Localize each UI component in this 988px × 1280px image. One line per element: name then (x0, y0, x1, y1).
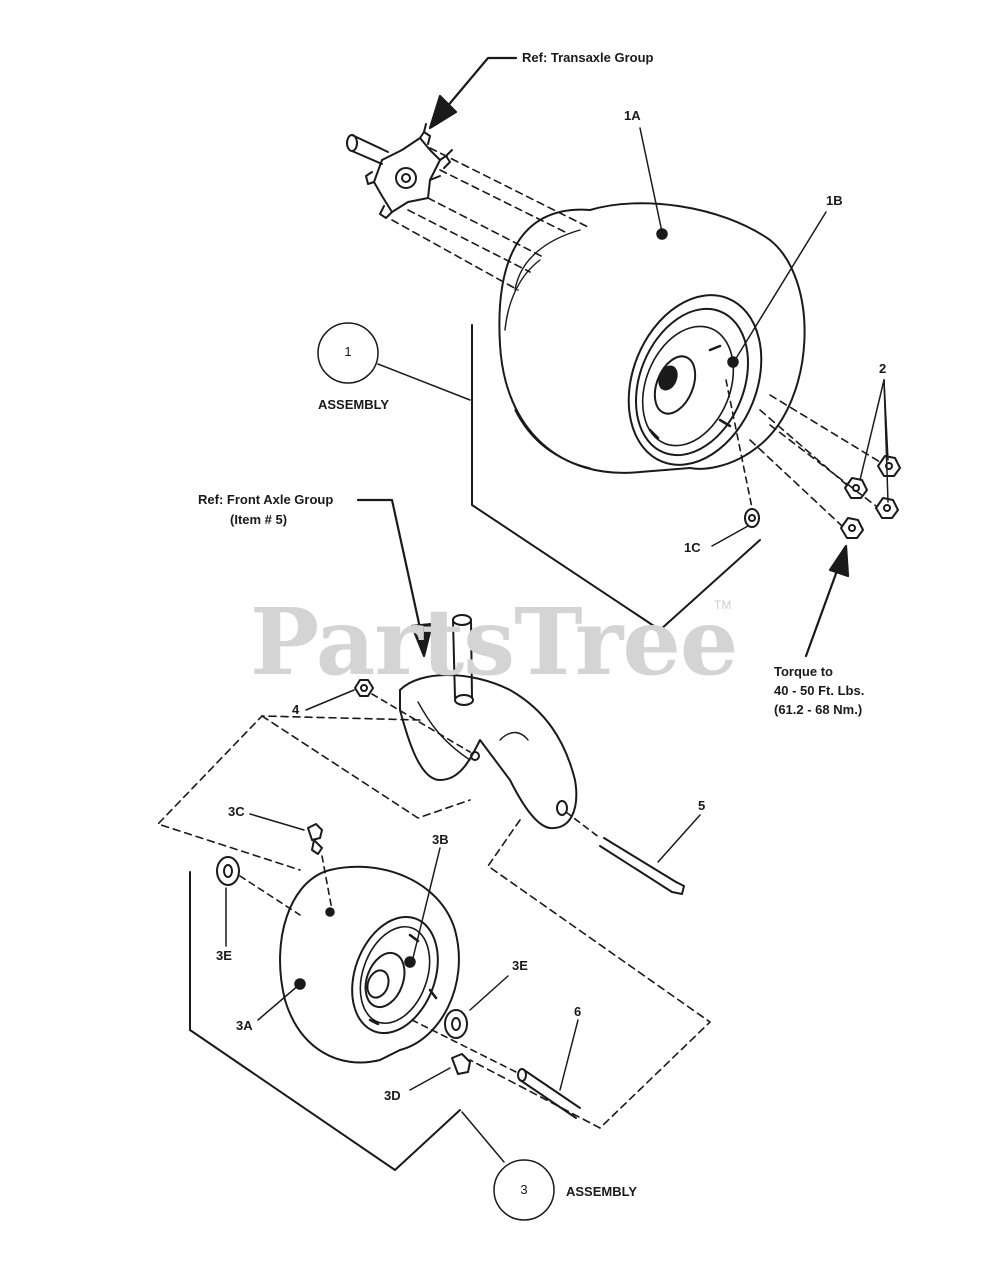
rear-axle-shaft (346, 134, 389, 165)
nut-4 (305, 679, 471, 753)
label-1: 1 (344, 344, 352, 359)
grease-fitting-3D (409, 1053, 471, 1091)
label-1B: 1B (826, 193, 843, 208)
label-assembly-3: ASSEMBLY (566, 1184, 638, 1199)
rear-tire (498, 202, 806, 474)
label-2: 2 (879, 361, 887, 376)
valve-stem-1C (725, 379, 760, 528)
label-3A: 3A (236, 1018, 253, 1033)
assembly-1-bracket (471, 324, 761, 631)
label-assembly-1: ASSEMBLY (318, 397, 390, 412)
label-5: 5 (698, 798, 706, 813)
front-leaders (257, 847, 505, 1163)
bolt-5 (565, 811, 701, 895)
label-3C: 3C (228, 804, 245, 819)
label-3B: 3B (432, 832, 449, 847)
torque-arrow (804, 544, 850, 658)
rear-hub-dashes (391, 147, 591, 291)
label-torque-1: Torque to (774, 664, 833, 679)
axle-bolt-6 (411, 1019, 581, 1119)
lug-nuts-2 (840, 455, 901, 539)
label-1A: 1A (624, 108, 641, 123)
label-ref-front-axle-item: (Item # 5) (230, 512, 288, 527)
label-4: 4 (292, 702, 300, 717)
label-6: 6 (574, 1004, 582, 1019)
partstree-watermark: PartsTree (250, 588, 738, 696)
label-3D: 3D (384, 1088, 401, 1103)
label-1C: 1C (684, 540, 701, 555)
front-axle-ref-arrow (356, 498, 434, 658)
label-ref-front-axle: Ref: Front Axle Group (198, 492, 334, 507)
bearing-3E-right (444, 975, 509, 1039)
label-3E-right: 3E (512, 958, 528, 973)
callout-circle-1 (317, 322, 379, 384)
front-tire (279, 865, 460, 1064)
bearing-3E-left (216, 856, 301, 947)
transaxle-ref-arrow (428, 56, 518, 130)
assembly-3-bracket (189, 871, 461, 1171)
grease-fitting-3C (249, 813, 333, 911)
front-spindle (399, 614, 578, 830)
lug-nut-dashes (749, 394, 881, 527)
rear-hub (365, 123, 453, 219)
trademark-mark: TM (714, 598, 732, 612)
label-ref-transaxle: Ref: Transaxle Group (522, 50, 654, 65)
callout-circle-3 (493, 1159, 555, 1221)
label-torque-3: (61.2 - 68 Nm.) (774, 702, 863, 717)
label-3: 3 (520, 1182, 528, 1197)
label-torque-2: 40 - 50 Ft. Lbs. (774, 683, 865, 698)
rear-leaders (377, 127, 889, 547)
label-3E-left: 3E (216, 948, 232, 963)
